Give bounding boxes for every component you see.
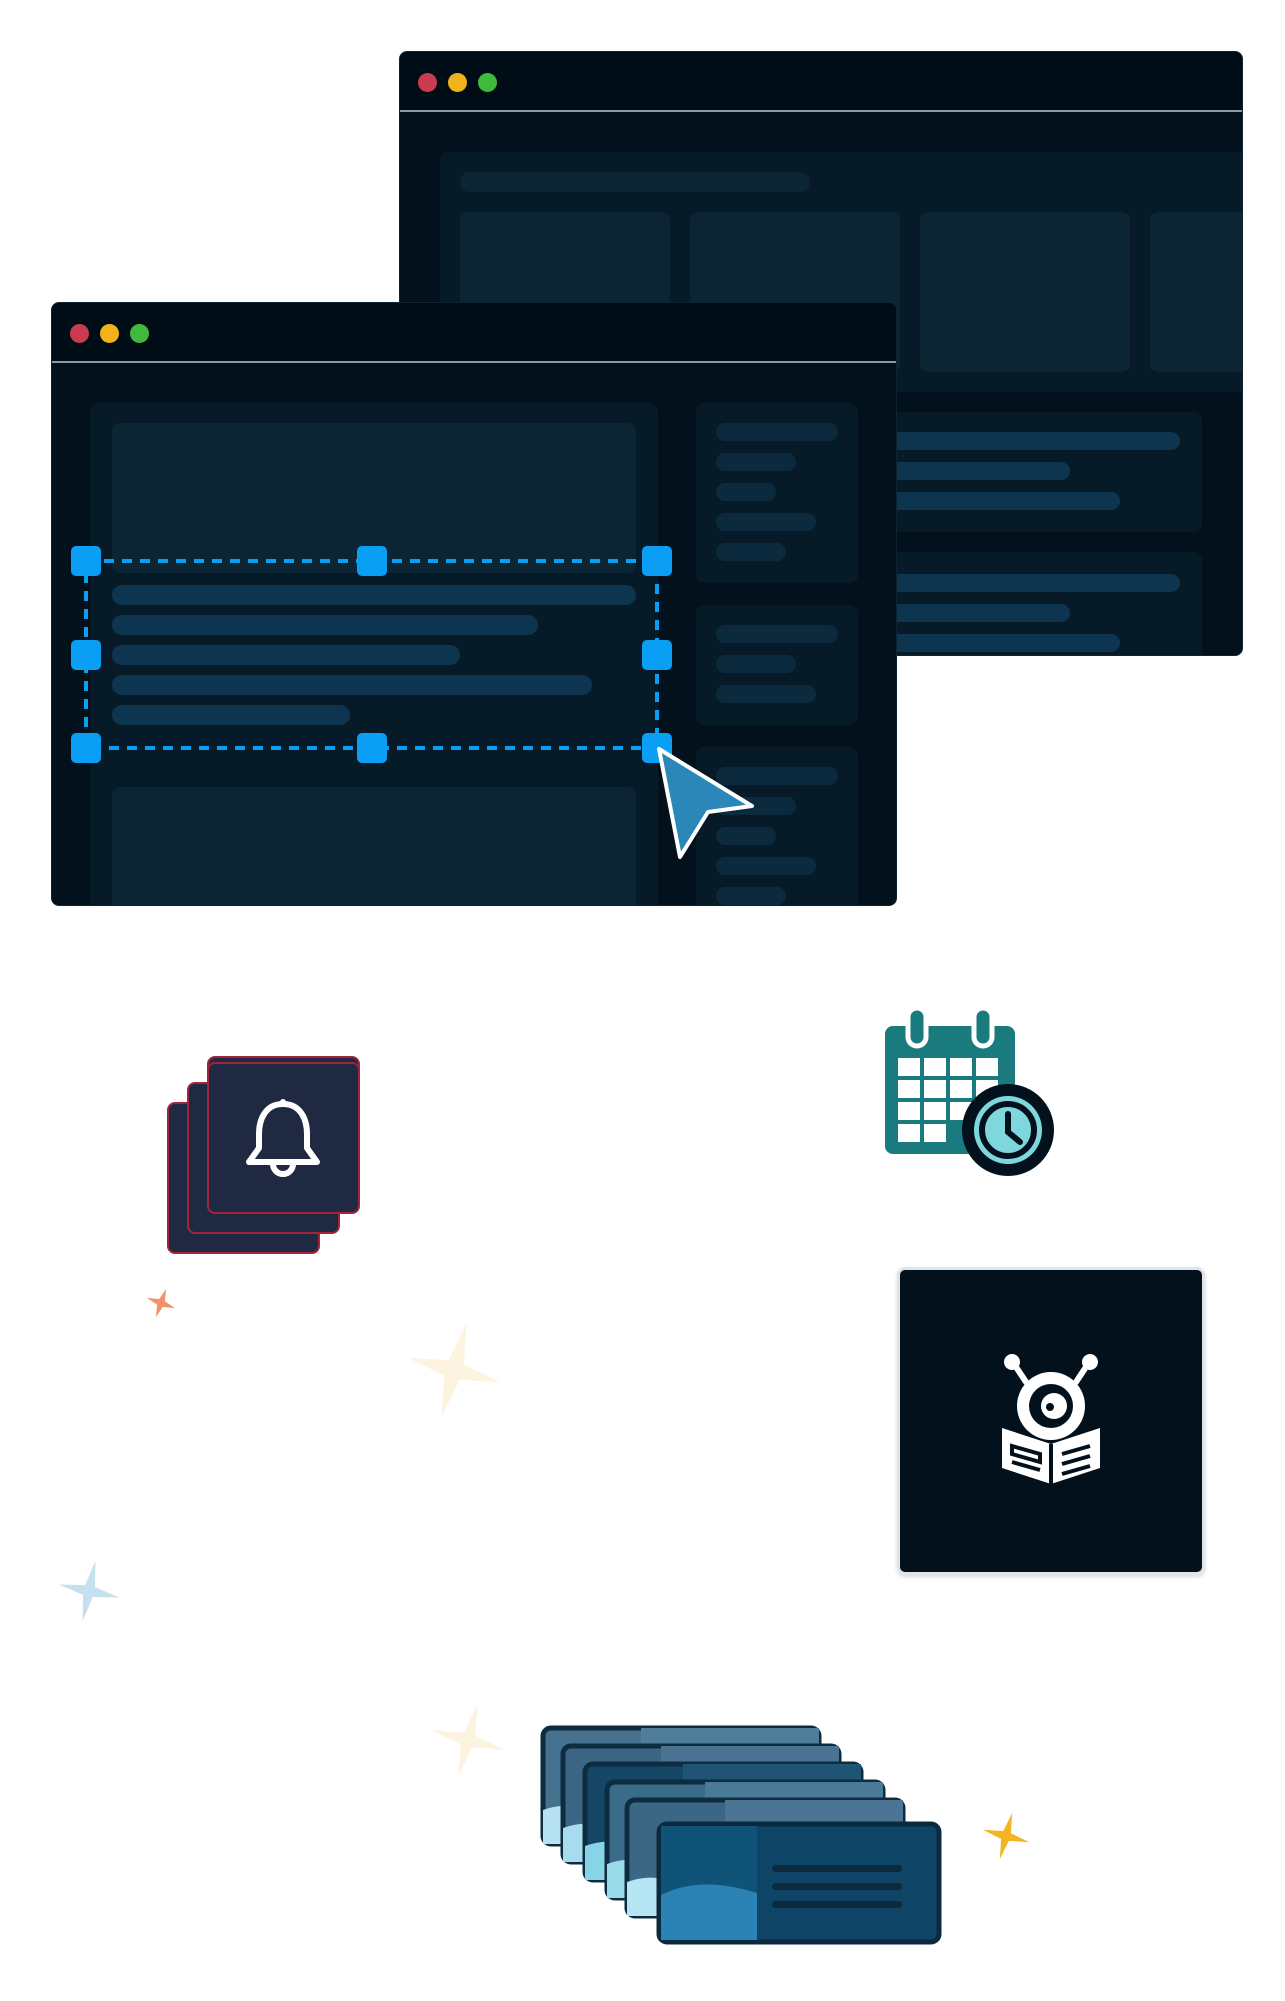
sparkle-orange xyxy=(146,1288,176,1318)
resize-handle-middle-right[interactable] xyxy=(642,640,672,670)
sparkle-cream xyxy=(431,1703,505,1777)
paragraph-line xyxy=(112,615,538,635)
bell-tile-front[interactable] xyxy=(207,1062,360,1214)
sidebar-item xyxy=(716,655,796,673)
maximize-dot[interactable] xyxy=(130,324,149,343)
front-browser-window xyxy=(51,302,897,906)
paragraph-line xyxy=(112,675,592,695)
paragraph-line xyxy=(112,585,636,605)
cursor-arrow-icon xyxy=(657,747,754,859)
resize-handle-top-middle[interactable] xyxy=(357,546,387,576)
resize-handle-bottom-middle[interactable] xyxy=(357,733,387,763)
resize-handle-bottom-left[interactable] xyxy=(71,733,101,763)
resize-handle-top-left[interactable] xyxy=(71,546,101,576)
sidebar-item xyxy=(716,625,838,643)
back-window-heading-bar xyxy=(460,172,810,192)
close-dot[interactable] xyxy=(70,324,89,343)
sidebar-item xyxy=(716,685,816,703)
sidebar-item xyxy=(716,453,796,471)
sidebar-item xyxy=(716,857,816,875)
sparkle-blue xyxy=(58,1560,120,1622)
sparkle-cream xyxy=(407,1323,501,1417)
stacked-cards-illustration xyxy=(540,1725,942,1945)
mascot-tile[interactable] xyxy=(897,1267,1205,1575)
back-window-card xyxy=(1150,212,1242,372)
back-window-titlebar xyxy=(400,52,1242,112)
maximize-dot[interactable] xyxy=(478,73,497,92)
footer-placeholder xyxy=(112,787,636,905)
front-window-titlebar xyxy=(52,303,896,363)
sidebar-item xyxy=(716,423,838,441)
sidebar-item xyxy=(716,827,776,845)
sidebar-item xyxy=(716,887,786,905)
close-dot[interactable] xyxy=(418,73,437,92)
bell-icon xyxy=(246,1099,320,1177)
paragraph-line xyxy=(112,645,460,665)
sparkle-gold xyxy=(982,1812,1030,1860)
resize-handle-middle-left[interactable] xyxy=(71,640,101,670)
minimize-dot[interactable] xyxy=(448,73,467,92)
sidebar-item xyxy=(716,483,776,501)
back-window-card xyxy=(920,212,1130,372)
sidebar-item xyxy=(716,513,816,531)
resize-handle-top-right[interactable] xyxy=(642,546,672,576)
minimize-dot[interactable] xyxy=(100,324,119,343)
calendar-clock-icon xyxy=(885,1006,1054,1176)
paragraph-line xyxy=(112,705,350,725)
sidebar-item xyxy=(716,543,786,561)
robot-reading-newspaper-icon xyxy=(1002,1354,1100,1484)
sidebar-item xyxy=(716,767,838,785)
